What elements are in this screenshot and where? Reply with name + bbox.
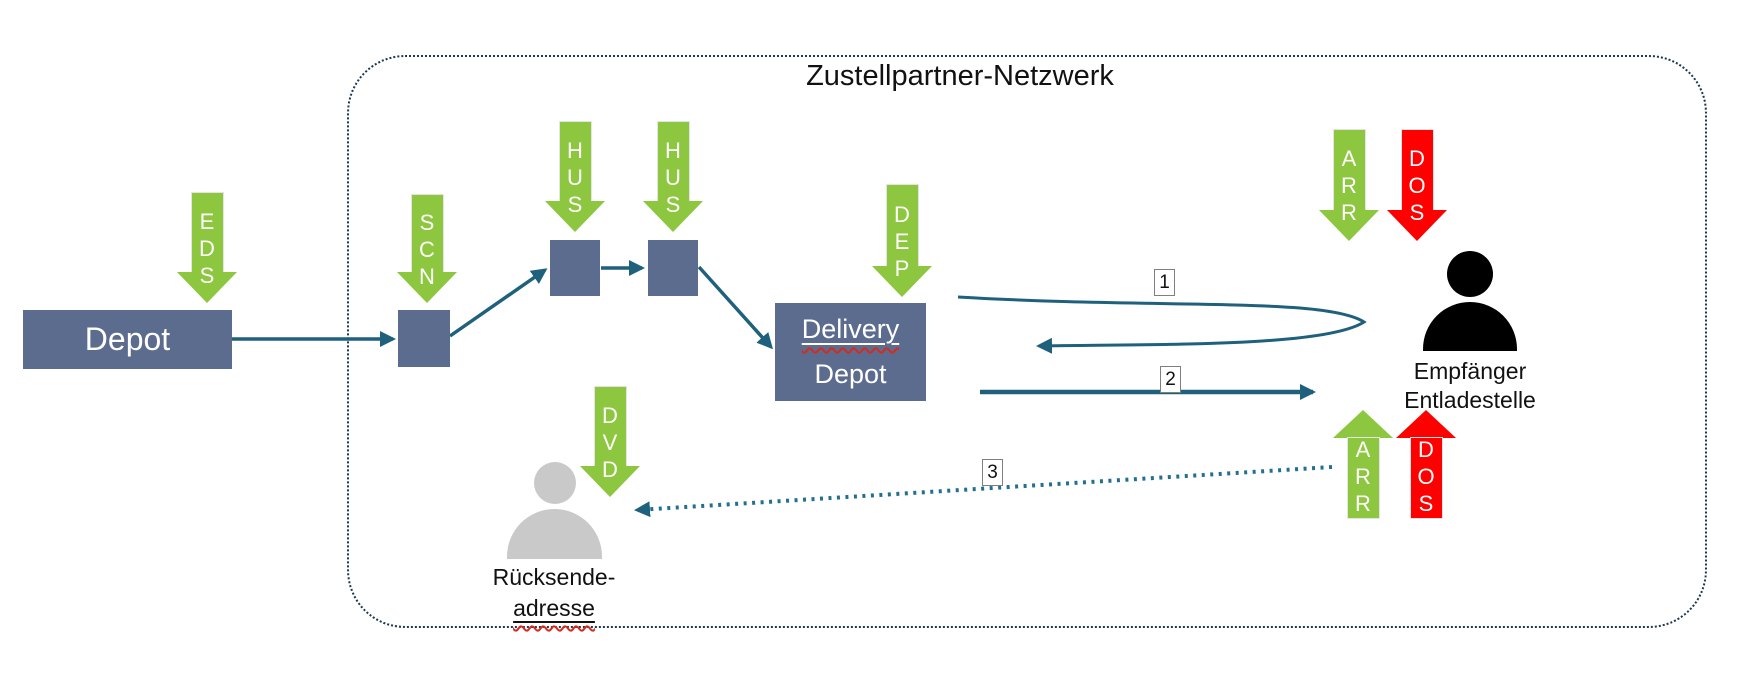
- empfaenger-caption-line2: Entladestelle: [1404, 387, 1536, 413]
- dos-top-arrow-stem: [1401, 130, 1433, 210]
- network-boundary: [347, 55, 1707, 628]
- arr-top-arrow-label: A R R: [1341, 146, 1357, 225]
- delivery-depot-node: Delivery Depot: [775, 303, 926, 401]
- route-2-label: 2: [1160, 366, 1181, 393]
- dos-bottom-arrow-label: D O S: [1417, 436, 1435, 516]
- scn-arrow-stem: [411, 195, 443, 272]
- ruecksende-person-torso: [507, 509, 602, 559]
- scn-arrow-label: S C N: [419, 209, 435, 289]
- dvd-arrow-stem: [594, 387, 626, 466]
- dep-arrow-label: D E P: [894, 201, 910, 281]
- hus1-status-arrow: H U S: [545, 122, 605, 232]
- scn-hub-node: [398, 310, 450, 367]
- eds-arrow-head: [177, 272, 237, 303]
- ruecksende-caption: Rücksende- adresse: [474, 562, 634, 624]
- arr-bottom-arrow-head: [1333, 410, 1393, 438]
- dos-top-status-arrow: D O S: [1387, 130, 1447, 241]
- dvd-status-arrow: D V D: [580, 387, 640, 497]
- hub1-node: [550, 240, 600, 296]
- arr-bottom-arrow-stem: [1347, 438, 1379, 518]
- dos-bottom-status-arrow: D O S: [1396, 410, 1456, 518]
- dos-bottom-arrow-stem: [1410, 438, 1442, 518]
- eds-arrow-label: E D S: [199, 208, 215, 288]
- ruecksende-caption-line2: adresse: [513, 595, 595, 621]
- empfaenger-caption: Empfänger Entladestelle: [1385, 357, 1555, 415]
- ruecksende-caption-line1: Rücksende-: [492, 564, 616, 590]
- diagram-title: Zustellpartner-Netzwerk: [806, 60, 1114, 92]
- arr-top-arrow-head: [1319, 210, 1379, 241]
- dos-bottom-arrow-head: [1396, 410, 1456, 438]
- empfaenger-caption-line1: Empfänger: [1413, 358, 1527, 384]
- arr-bottom-status-arrow: A R R: [1333, 410, 1393, 518]
- dep-arrow-head: [872, 266, 932, 297]
- dep-status-arrow: D E P: [872, 185, 932, 297]
- ruecksende-person-icon: [507, 462, 602, 559]
- eds-status-arrow: E D S: [177, 193, 237, 303]
- hus1-arrow-head: [545, 201, 605, 232]
- arr-bottom-arrow-label: A R R: [1355, 436, 1371, 516]
- empfaenger-person-torso: [1423, 302, 1517, 351]
- route-3-label: 3: [982, 459, 1003, 486]
- route-3-dotted-arrow: [634, 465, 1333, 518]
- depot-node: Depot: [23, 310, 232, 369]
- scn-status-arrow: S C N: [397, 195, 457, 303]
- dos-top-arrow-head: [1387, 210, 1447, 241]
- dos-top-arrow-label: D O S: [1408, 146, 1426, 225]
- hus2-arrow-label: H U S: [665, 137, 681, 217]
- depot-label: Depot: [84, 321, 171, 357]
- empfaenger-person-icon: [1423, 251, 1517, 351]
- delivery-depot-line2: Depot: [814, 359, 887, 389]
- dep-arrow-stem: [886, 185, 918, 266]
- scn-arrow-head: [397, 272, 457, 303]
- route-1-label: 1: [1154, 269, 1175, 296]
- hus1-arrow-label: H U S: [567, 137, 583, 217]
- dvd-arrow-label: D V D: [602, 402, 618, 482]
- hus1-arrow-stem: [559, 122, 591, 201]
- eds-arrow-stem: [191, 193, 223, 272]
- hub2-node: [648, 240, 698, 296]
- connector-hub2-to-delivery-depot: [697, 265, 774, 350]
- route-1-loop-arrow: [957, 295, 1367, 354]
- ruecksende-person-head: [533, 462, 576, 504]
- empfaenger-person-head: [1447, 251, 1493, 297]
- dvd-arrow-head: [580, 466, 640, 497]
- delivery-depot-line1: Delivery: [801, 314, 900, 344]
- hus2-arrow-head: [643, 201, 703, 232]
- connector-scn-to-hub1: [449, 268, 548, 338]
- arr-top-status-arrow: A R R: [1319, 130, 1379, 241]
- arr-top-arrow-stem: [1333, 130, 1365, 210]
- hus2-status-arrow: H U S: [643, 122, 703, 232]
- hus2-arrow-stem: [657, 122, 689, 201]
